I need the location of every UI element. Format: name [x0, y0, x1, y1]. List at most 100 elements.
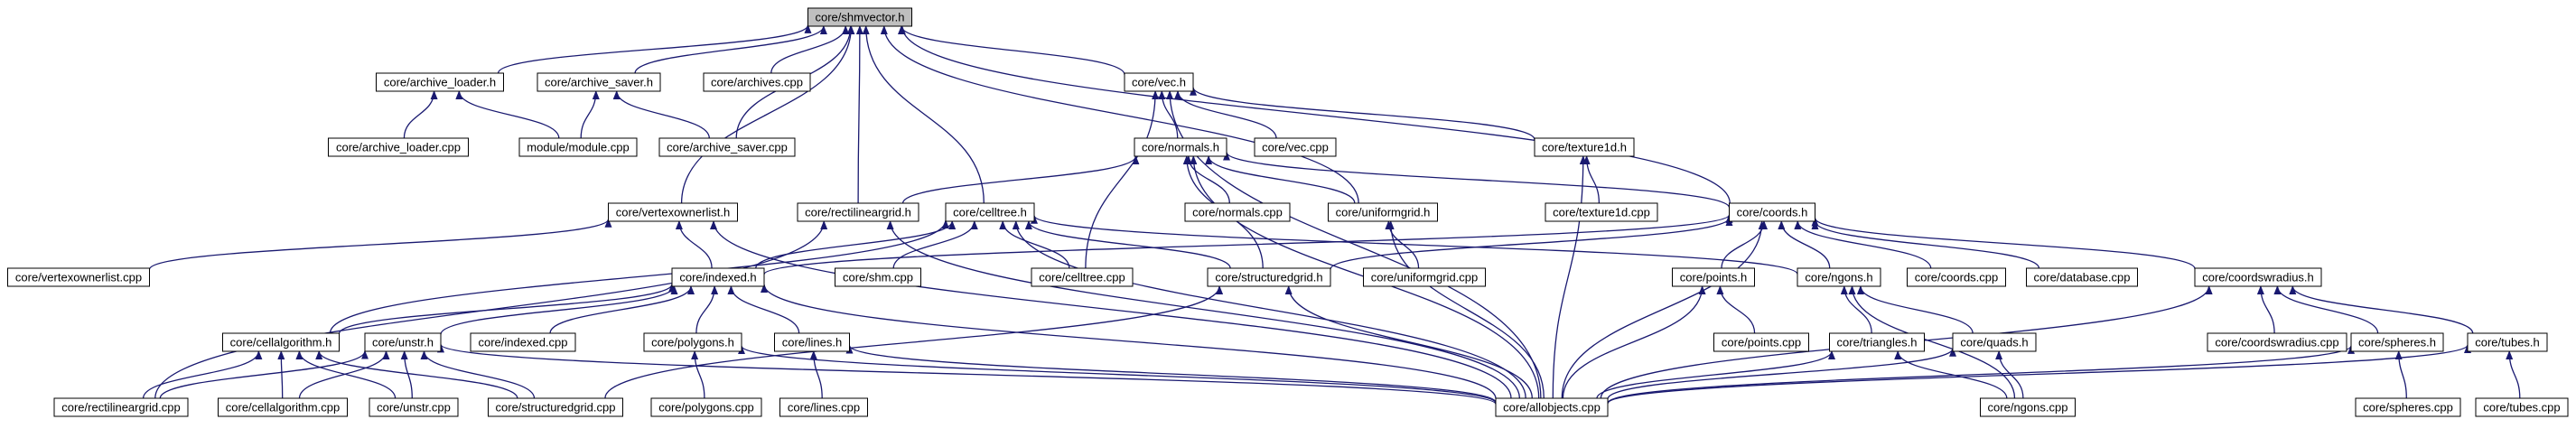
node-unstr-h[interactable]: core/unstr.h	[364, 332, 442, 352]
node-box	[1534, 137, 1635, 157]
node-shm-cpp[interactable]: core/shm.cpp	[835, 267, 921, 287]
node-label: core/archive_loader.cpp	[336, 141, 461, 154]
node-quads-h[interactable]: core/quads.h	[1952, 332, 2037, 352]
node-structuredgrid-h[interactable]: core/structuredgrid.h	[1207, 267, 1331, 287]
edge-allobjects_cpp-to-points_h	[1562, 285, 1706, 399]
node-label: core/normals.h	[1142, 141, 1219, 154]
node-celltree-h[interactable]: core/celltree.h	[945, 202, 1035, 222]
node-label: core/celltree.h	[953, 206, 1027, 219]
node-tubes-h[interactable]: core/tubes.h	[2467, 332, 2548, 352]
node-tubes-cpp[interactable]: core/tubes.cpp	[2475, 397, 2569, 417]
node-archive-saver-h[interactable]: core/archive_saver.h	[537, 72, 661, 92]
edge-allobjects_cpp-to-coords_h	[1561, 220, 1766, 399]
node-archive-saver-cpp[interactable]: core/archive_saver.cpp	[658, 137, 796, 157]
node-database-cpp[interactable]: core/database.cpp	[2026, 267, 2138, 287]
edge-texture1d_cpp-to-texture1d_h	[1582, 155, 1601, 204]
node-box	[518, 137, 638, 157]
node-box	[2350, 332, 2444, 352]
node-uniformgrid-cpp[interactable]: core/uniformgrid.cpp	[1363, 267, 1486, 287]
node-lines-cpp[interactable]: core/lines.cpp	[779, 397, 868, 417]
node-indexed-cpp[interactable]: core/indexed.cpp	[470, 332, 576, 352]
node-cellalgorithm-cpp[interactable]: core/cellalgorithm.cpp	[218, 397, 348, 417]
edge-rectilineargrid_cpp-to-unstr_h	[159, 349, 369, 399]
node-cellalgorithm-h[interactable]: core/cellalgorithm.h	[222, 332, 340, 352]
edge-structuredgrid_cpp-to-cellalgorithm_h	[315, 350, 518, 399]
edge-indexed_h-to-vertexownerlist_h	[675, 220, 713, 269]
node-polygons-cpp[interactable]: core/polygons.cpp	[650, 397, 762, 417]
node-polygons-h[interactable]: core/polygons.h	[643, 332, 742, 352]
node-label: core/rectilineargrid.cpp	[61, 401, 181, 415]
node-box	[369, 397, 459, 417]
edge-allobjects_cpp-to-rectilineargrid_h	[886, 220, 1521, 399]
node-normals-cpp[interactable]: core/normals.cpp	[1184, 202, 1291, 222]
node-box	[1980, 397, 2076, 417]
node-label: core/unstr.cpp	[377, 401, 451, 415]
node-coordswradius-h[interactable]: core/coordswradius.h	[2194, 267, 2322, 287]
edge-celltree_h-to-shmvector	[862, 25, 985, 204]
node-uniformgrid-h[interactable]: core/uniformgrid.h	[1328, 202, 1438, 222]
edge-unstr_cpp-to-unstr_h	[400, 350, 413, 399]
node-label: core/coords.h	[1737, 206, 1808, 219]
node-box	[774, 332, 850, 352]
edge-polygons_cpp-to-polygons_h	[691, 350, 705, 399]
node-ngons-cpp[interactable]: core/ngons.cpp	[1980, 397, 2076, 417]
node-unstr-cpp[interactable]: core/unstr.cpp	[369, 397, 459, 417]
node-coords-h[interactable]: core/coords.h	[1729, 202, 1815, 222]
node-celltree-cpp[interactable]: core/celltree.cpp	[1031, 267, 1134, 287]
node-texture1d-h[interactable]: core/texture1d.h	[1534, 137, 1635, 157]
node-label: core/ngons.cpp	[1988, 401, 2068, 415]
node-module-cpp[interactable]: module/module.cpp	[518, 137, 638, 157]
node-box	[2207, 332, 2347, 352]
edge-cellalgorithm_cpp-to-cellalgorithm_h	[277, 350, 285, 399]
node-box	[797, 202, 919, 222]
edge-tubes_h-to-coordswradius_h	[2289, 285, 2474, 334]
node-label: core/spheres.h	[2358, 336, 2436, 349]
node-texture1d-cpp[interactable]: core/texture1d.cpp	[1545, 202, 1658, 222]
node-box	[218, 397, 348, 417]
node-lines-h[interactable]: core/lines.h	[774, 332, 850, 352]
node-box	[1124, 72, 1194, 92]
node-box	[470, 332, 576, 352]
node-label: core/lines.cpp	[788, 401, 860, 415]
node-points-cpp[interactable]: core/points.cpp	[1713, 332, 1809, 352]
node-vec-h[interactable]: core/vec.h	[1124, 72, 1194, 92]
edge-indexed_h-to-coords_h	[763, 213, 1733, 275]
node-vec-cpp[interactable]: core/vec.cpp	[1254, 137, 1337, 157]
node-box	[537, 72, 661, 92]
node-structuredgrid-cpp[interactable]: core/structuredgrid.cpp	[488, 397, 623, 417]
edge-spheres_cpp-to-spheres_h	[2394, 350, 2407, 399]
node-rectilineargrid-cpp[interactable]: core/rectilineargrid.cpp	[53, 397, 189, 417]
edge-allobjects_cpp-to-triangles_h	[1596, 350, 1835, 399]
node-label: core/uniformgrid.h	[1336, 206, 1431, 219]
edge-coordswradius_h-to-coords_h	[1811, 217, 2196, 269]
node-vertexownerlist-cpp[interactable]: core/vertexownerlist.cpp	[7, 267, 150, 287]
node-box	[376, 72, 504, 92]
node-box	[671, 267, 765, 287]
node-coordswradius-cpp[interactable]: core/coordswradius.cpp	[2207, 332, 2347, 352]
node-spheres-h[interactable]: core/spheres.h	[2350, 332, 2444, 352]
edge-ngons_h-to-coords_h	[1778, 220, 1831, 269]
node-rectilineargrid-h[interactable]: core/rectilineargrid.h	[797, 202, 919, 222]
node-coords-cpp[interactable]: core/coords.cpp	[1907, 267, 2006, 287]
node-triangles-h[interactable]: core/triangles.h	[1829, 332, 1925, 352]
node-allobjects-cpp[interactable]: core/allobjects.cpp	[1495, 397, 1609, 417]
node-archives-cpp[interactable]: core/archives.cpp	[703, 72, 811, 92]
node-ngons-h[interactable]: core/ngons.h	[1797, 267, 1881, 287]
node-archive-loader-h[interactable]: core/archive_loader.h	[376, 72, 504, 92]
node-vertexownerlist-h[interactable]: core/vertexownerlist.h	[608, 202, 738, 222]
node-spheres-cpp[interactable]: core/spheres.cpp	[2355, 397, 2461, 417]
node-box	[1797, 267, 1881, 287]
node-box	[835, 267, 921, 287]
node-indexed-h[interactable]: core/indexed.h	[671, 267, 765, 287]
node-label: core/vec.cpp	[1262, 141, 1329, 154]
edge-rectilineargrid_h-to-shmvector	[855, 25, 863, 204]
node-box	[1907, 267, 2006, 287]
node-label: core/coords.cpp	[1915, 271, 1999, 284]
node-box	[1254, 137, 1337, 157]
node-box	[2355, 397, 2461, 417]
node-label: module/module.cpp	[527, 141, 629, 154]
node-archive-loader-cpp[interactable]: core/archive_loader.cpp	[328, 137, 469, 157]
node-points-h[interactable]: core/points.h	[1672, 267, 1755, 287]
node-label: core/uniformgrid.cpp	[1371, 271, 1479, 284]
node-normals-h[interactable]: core/normals.h	[1134, 137, 1227, 157]
